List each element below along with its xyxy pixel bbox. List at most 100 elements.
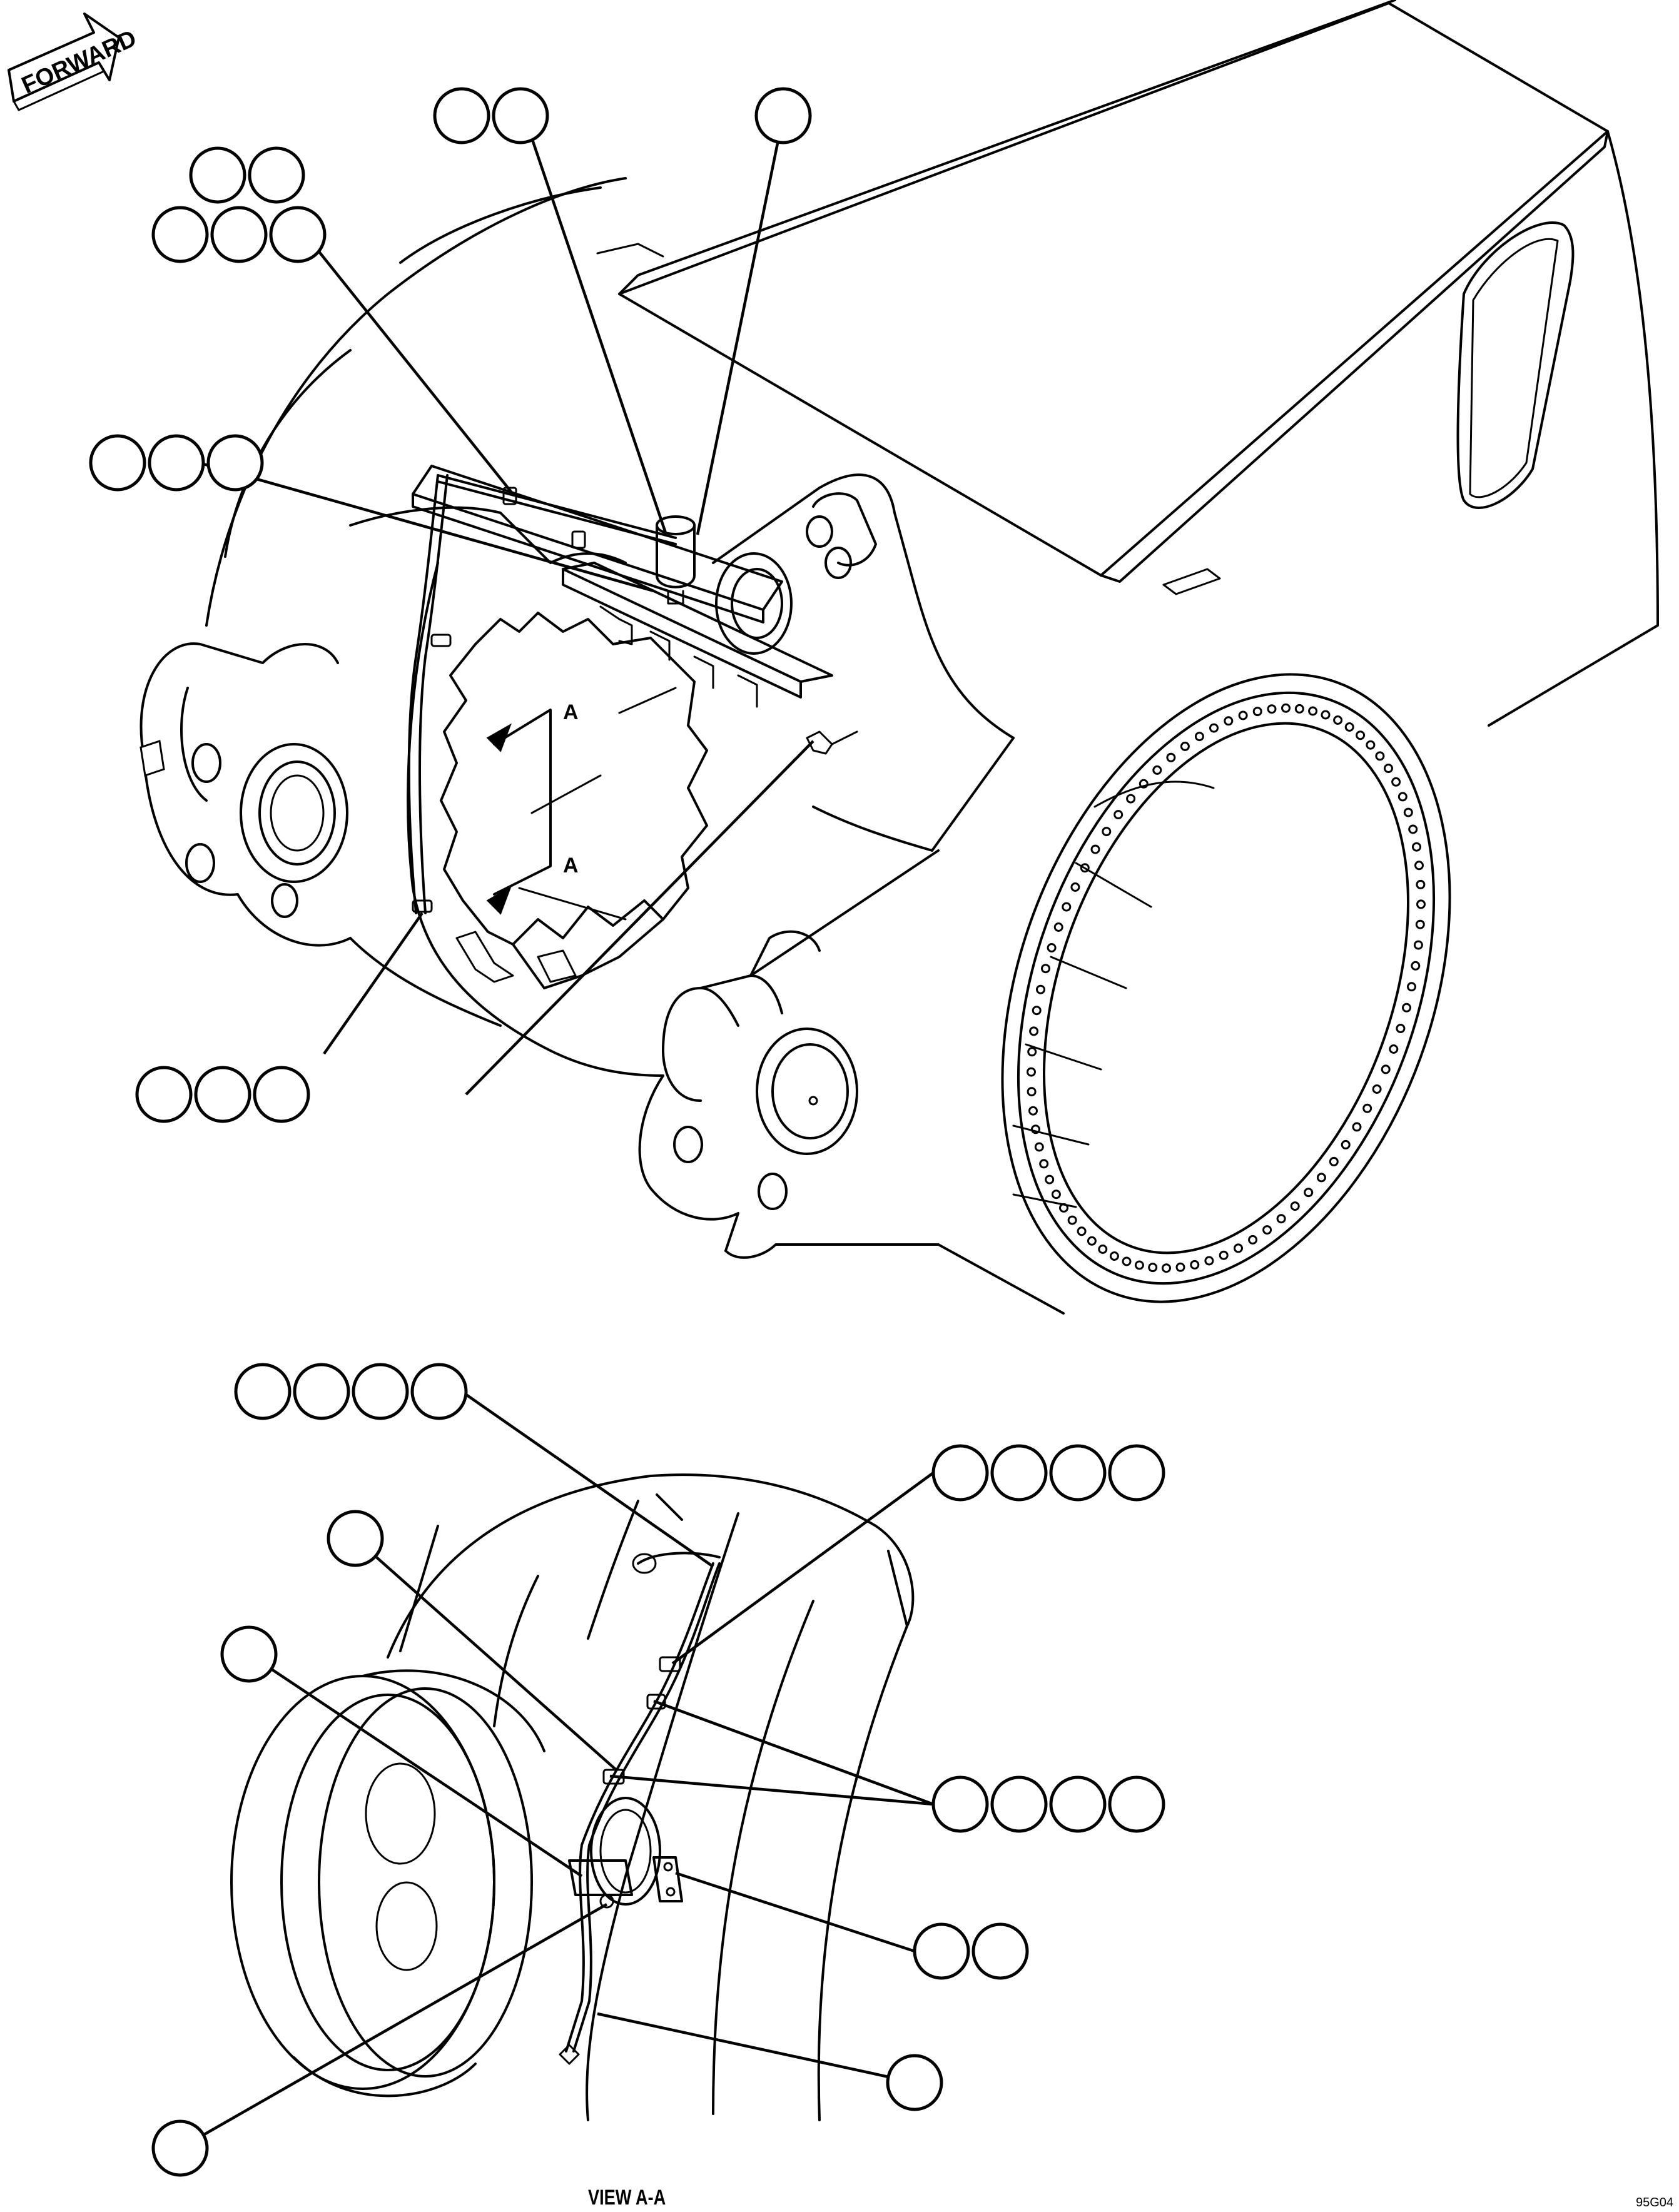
bolt-hole xyxy=(1375,751,1385,761)
bolt-hole xyxy=(1148,1263,1158,1273)
bolt-hole xyxy=(1098,1245,1108,1254)
callout-balloon-view-e-1[interactable] xyxy=(931,1775,989,1833)
bolt-hole xyxy=(1041,964,1050,974)
callout-balloon-view-h-1[interactable] xyxy=(151,2119,209,2177)
bolt-hole xyxy=(1077,1226,1087,1236)
bolt-hole xyxy=(1139,779,1149,789)
bolt-hole xyxy=(1362,1103,1372,1113)
callout-balloon-top-b-1[interactable] xyxy=(754,87,812,144)
bolt-hole xyxy=(1413,940,1423,950)
callout-balloon-view-d-1[interactable] xyxy=(220,1625,278,1683)
bolt-hole xyxy=(1411,961,1421,971)
bolt-hole xyxy=(1397,792,1408,802)
bolt-hole xyxy=(1032,1006,1042,1016)
callout-balloon-top-e-3[interactable] xyxy=(206,434,264,492)
callout-balloon-view-a-3[interactable] xyxy=(352,1363,409,1420)
bolt-hole xyxy=(1308,706,1318,716)
callout-balloon-view-e-2[interactable] xyxy=(990,1775,1048,1833)
bolt-hole xyxy=(1321,710,1331,720)
bolt-hole xyxy=(1053,922,1063,932)
main-assembly xyxy=(139,0,1659,1315)
bolt-hole xyxy=(1134,1260,1144,1270)
bolt-hole xyxy=(1281,703,1291,713)
callout-balloon-view-b-2[interactable] xyxy=(990,1444,1048,1502)
bolt-hole xyxy=(1027,1067,1036,1077)
bolt-hole xyxy=(1403,807,1413,817)
callout-balloon-top-e-2[interactable] xyxy=(148,434,205,492)
bolt-hole xyxy=(1238,710,1248,720)
callout-balloon-view-a-1[interactable] xyxy=(234,1363,292,1420)
section-marker-top: A xyxy=(563,700,579,724)
bolt-hole xyxy=(1109,1251,1119,1261)
callout-balloon-view-b-4[interactable] xyxy=(1108,1444,1165,1502)
view-caption: VIEW A-A xyxy=(588,2185,666,2209)
callout-balloon-top-c-2[interactable] xyxy=(210,206,268,263)
bolt-hole xyxy=(1045,1174,1055,1184)
bolt-hole xyxy=(1384,764,1393,774)
bolt-hole xyxy=(1316,1173,1326,1183)
forward-arrow-icon: FORWARD xyxy=(8,13,140,111)
callout-balloon-view-g-1[interactable] xyxy=(886,2054,943,2111)
callout-balloon-top-d-1[interactable] xyxy=(189,146,246,204)
drawing-number: 95G04 xyxy=(1636,2196,1673,2209)
bolt-hole xyxy=(1113,810,1124,820)
bolt-hole xyxy=(1126,794,1136,804)
bolt-hole xyxy=(1329,1156,1339,1166)
bolt-hole xyxy=(1087,1236,1097,1246)
callout-balloon-top-f-1[interactable] xyxy=(135,1066,193,1123)
bolt-hole xyxy=(1209,723,1219,733)
callout-balloon-top-c-1[interactable] xyxy=(151,206,209,263)
callout-balloon-view-b-3[interactable] xyxy=(1049,1444,1107,1502)
bolt-hole xyxy=(1252,707,1262,717)
bolt-hole xyxy=(1381,1064,1391,1074)
bolt-hole xyxy=(1290,1201,1300,1211)
bolt-hole xyxy=(1059,1203,1068,1213)
bolt-hole xyxy=(1062,902,1072,912)
callout-balloon-view-c-1[interactable] xyxy=(327,1510,384,1567)
callout-balloon-top-f-2[interactable] xyxy=(194,1066,251,1123)
callout-balloon-view-e-4[interactable] xyxy=(1108,1775,1165,1833)
bolt-hole xyxy=(1416,899,1426,909)
bolt-hole xyxy=(1122,1256,1132,1266)
bolt-hole xyxy=(1067,1215,1077,1225)
bolt-hole xyxy=(1028,1106,1038,1116)
bolt-hole xyxy=(1224,716,1234,726)
callout-balloon-top-a-2[interactable] xyxy=(492,87,549,144)
callout-balloon-view-e-3[interactable] xyxy=(1049,1775,1107,1833)
bolt-hole xyxy=(1152,765,1162,775)
bolt-hole xyxy=(1070,882,1080,892)
callout-balloon-view-a-4[interactable] xyxy=(410,1363,468,1420)
bolt-hole xyxy=(1333,715,1343,725)
bolt-hole xyxy=(1391,777,1401,787)
bolt-hole xyxy=(1372,1084,1382,1094)
callout-balloon-top-f-3[interactable] xyxy=(253,1066,310,1123)
bolt-hole xyxy=(1047,943,1057,952)
drum-bolt-holes xyxy=(1027,703,1426,1273)
callout-balloon-view-f-1[interactable] xyxy=(913,1922,970,1980)
bolt-hole xyxy=(1416,879,1426,889)
callout-balloon-top-e-1[interactable] xyxy=(89,434,146,492)
callout-balloon-view-b-1[interactable] xyxy=(931,1444,989,1502)
leader-lines xyxy=(179,115,935,2149)
bolt-hole xyxy=(1304,1188,1314,1198)
bolt-hole xyxy=(1162,1263,1171,1273)
callout-balloon-view-f-2[interactable] xyxy=(971,1922,1029,1980)
bolt-hole xyxy=(1262,1225,1272,1235)
bolt-hole xyxy=(1036,984,1045,994)
bolt-hole xyxy=(1414,861,1424,871)
callout-balloon-top-c-3[interactable] xyxy=(269,206,327,263)
bolt-hole xyxy=(1204,1256,1214,1266)
bolt-hole xyxy=(1080,863,1090,873)
callout-balloon-top-d-2[interactable] xyxy=(248,146,305,204)
bolt-hole xyxy=(1341,1139,1351,1149)
callout-balloon-top-a-1[interactable] xyxy=(433,87,490,144)
bolt-hole xyxy=(1102,827,1112,837)
bolt-hole xyxy=(1396,1024,1406,1033)
bolt-hole xyxy=(1190,1260,1200,1270)
bolt-hole xyxy=(1194,732,1204,742)
bolt-hole xyxy=(1276,1214,1286,1224)
bolt-hole xyxy=(1412,842,1421,852)
bolt-hole xyxy=(1344,722,1354,732)
callout-balloon-view-a-2[interactable] xyxy=(293,1363,350,1420)
